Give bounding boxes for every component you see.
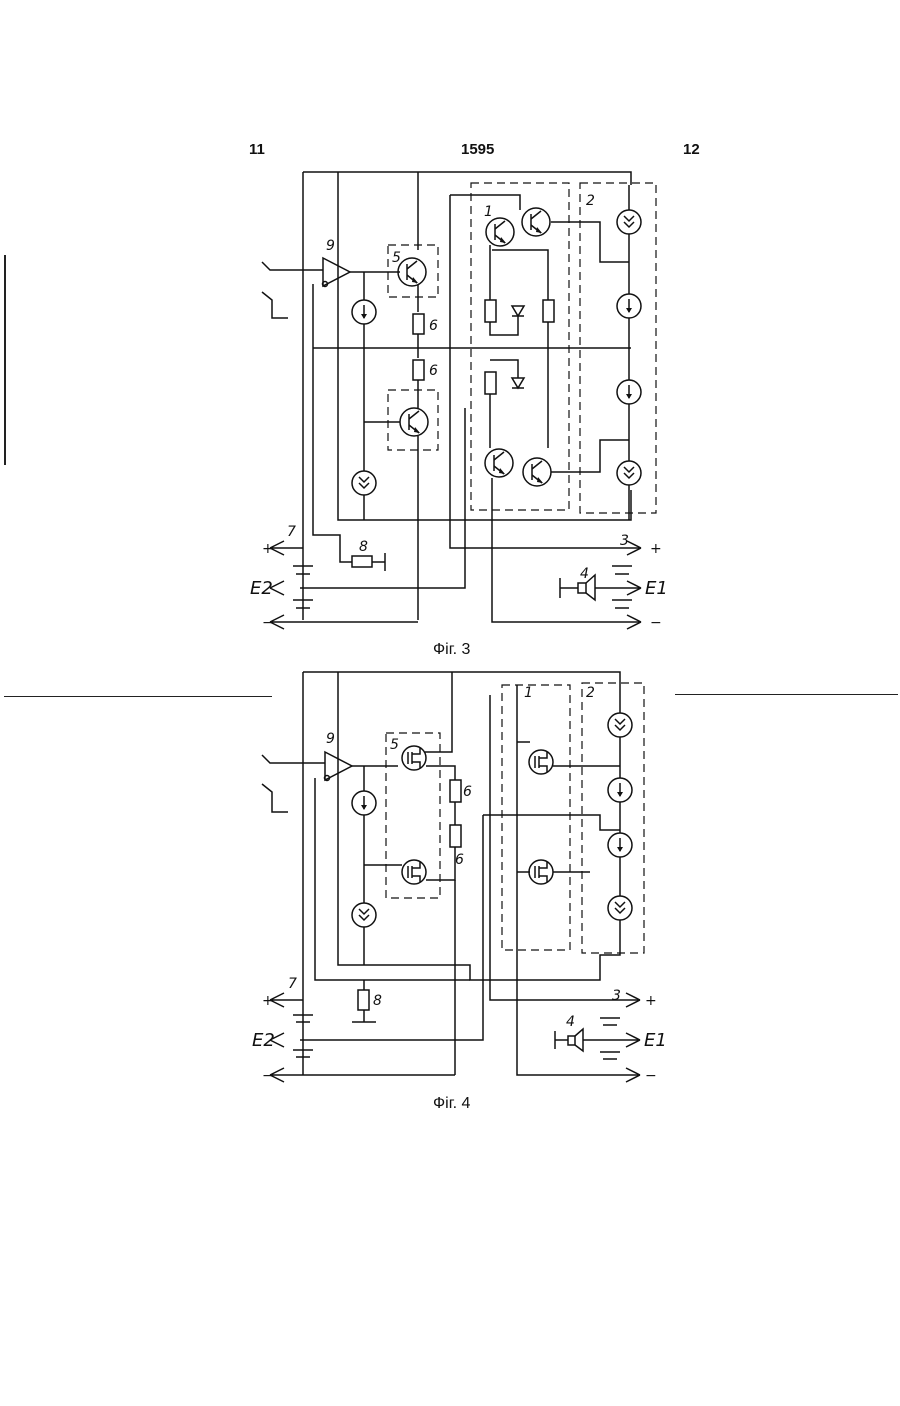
fig3-label-6a: 6 [429, 318, 438, 334]
fig4-label-6a: 6 [463, 784, 472, 800]
fig3-label-9: 9 [326, 238, 335, 254]
fig4-sign-right-plus: + [645, 993, 657, 1009]
fig4-label-6b: 6 [455, 852, 464, 868]
fig4-label-7: 7 [288, 976, 297, 992]
fig3-label-E2: E2 [250, 578, 273, 599]
fig3-label-4: 4 [580, 566, 589, 582]
fig4-label-9: 9 [326, 731, 335, 747]
fig4-label-8: 8 [373, 993, 382, 1009]
fig4-label-4: 4 [566, 1014, 575, 1030]
figure-3-schematic [262, 172, 656, 629]
fig4-label-2: 2 [586, 685, 595, 701]
fig3-label-5: 5 [392, 250, 401, 266]
fig4-sign-right-minus: − [645, 1068, 657, 1084]
fig4-label-E1: E1 [644, 1030, 667, 1051]
fig3-sign-left-minus: − [262, 615, 274, 631]
fig4-label-1: 1 [524, 685, 533, 701]
fig3-label-E1: E1 [645, 578, 668, 599]
fig4-label-3: 3 [612, 988, 621, 1004]
fig4-label-E2: E2 [252, 1030, 275, 1051]
fig3-label-6b: 6 [429, 363, 438, 379]
fig3-label-8: 8 [359, 539, 368, 555]
figure-4-schematic [262, 672, 644, 1082]
fig3-sign-right-minus: − [650, 615, 662, 631]
fig3-label-1: 1 [484, 204, 493, 220]
fig3-sign-right-plus: + [650, 541, 662, 557]
fig3-sign-left-plus: + [262, 541, 274, 557]
fig4-label-5: 5 [390, 737, 399, 753]
figure-3-caption: Фіг. 3 [433, 641, 470, 659]
fig3-label-2: 2 [586, 193, 595, 209]
fig4-sign-left-plus: + [262, 993, 274, 1009]
figure-4-caption: Фіг. 4 [433, 1095, 470, 1113]
fig3-label-7: 7 [287, 524, 296, 540]
fig4-sign-left-minus: − [262, 1068, 274, 1084]
fig3-label-3: 3 [620, 533, 629, 549]
